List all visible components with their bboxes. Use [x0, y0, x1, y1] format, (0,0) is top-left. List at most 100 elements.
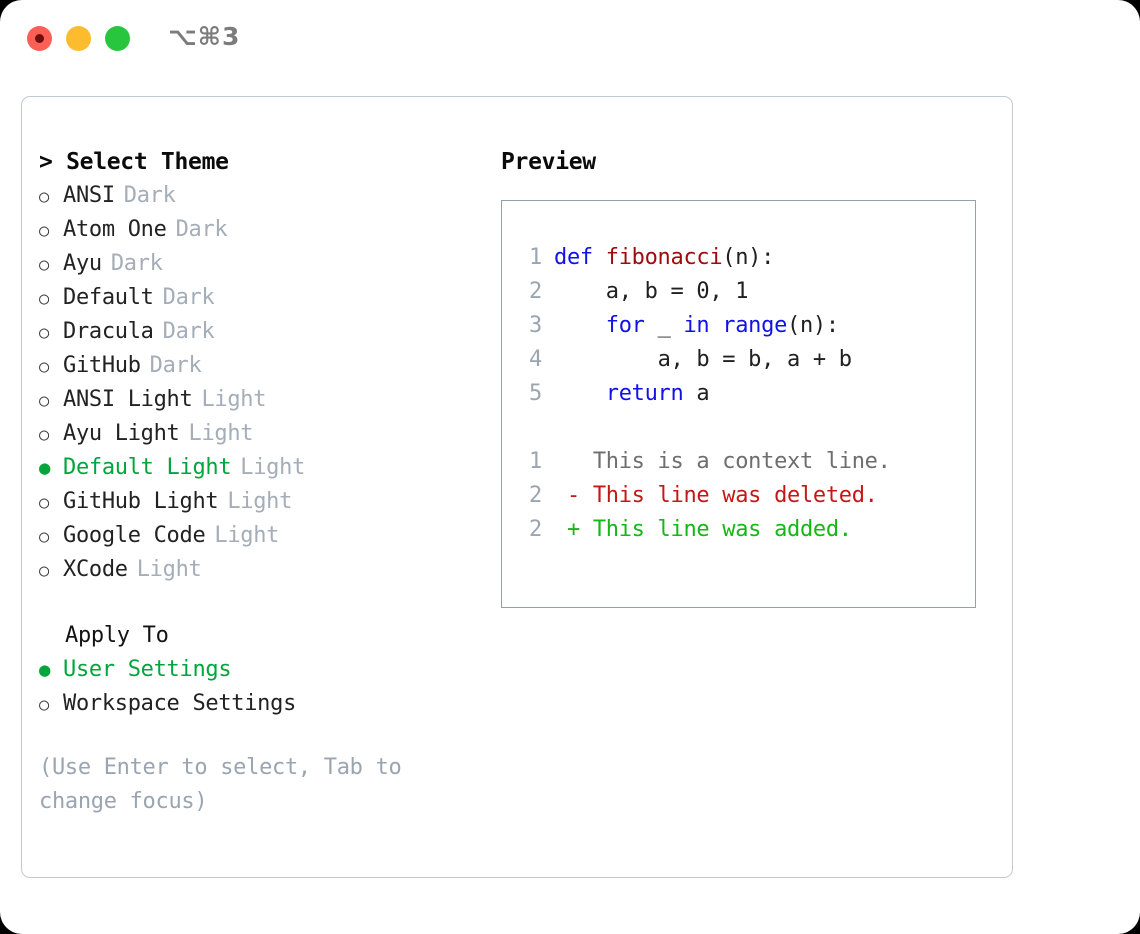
close-button[interactable] — [27, 26, 52, 51]
line-number: 1 — [529, 449, 542, 474]
diff-text-del: - This line was deleted. — [554, 483, 878, 508]
theme-variant-tag: Dark — [162, 285, 215, 310]
theme-variant-tag: Dark — [149, 353, 202, 378]
diff-line: 2 + This line was added. — [514, 513, 971, 547]
code-line: 4 a, b = b, a + b — [514, 343, 971, 377]
code-line: 5 return a — [514, 377, 971, 411]
line-number: 1 — [529, 245, 542, 270]
code-line: 3 for _ in range(n): — [514, 309, 971, 343]
select-theme-header: > Select Theme — [39, 149, 229, 175]
diff-block: 1 This is a context line.2 - This line w… — [514, 445, 971, 547]
diff-text-add: + This line was added. — [554, 517, 852, 542]
code-token-kw: for — [605, 313, 658, 338]
theme-list-item[interactable]: ○ Dracula Dark — [39, 315, 489, 349]
apply-to-header: Apply To — [65, 623, 169, 648]
apply-to-list: ● User Settings ○ Workspace Settings — [39, 653, 489, 721]
theme-name-label: GitHub — [63, 353, 141, 378]
line-number: 3 — [529, 313, 542, 338]
code-token-plain: _ — [657, 313, 684, 338]
code-text: for _ in range(n): — [554, 309, 839, 343]
code-token-fn: fibonacci — [605, 245, 723, 270]
minimize-button[interactable] — [66, 26, 91, 51]
theme-list-item[interactable]: ○ GitHub Dark — [39, 349, 489, 383]
line-number: 2 — [529, 279, 542, 304]
code-line: 1 def fibonacci(n): — [514, 241, 971, 275]
theme-name-label: Google Code — [63, 523, 206, 548]
radio-unselected-icon: ○ — [39, 357, 49, 377]
radio-unselected-icon: ○ — [39, 221, 49, 241]
section-spacer — [39, 587, 489, 619]
apply-to-item[interactable]: ○ Workspace Settings — [39, 687, 489, 721]
theme-name-label: XCode — [63, 557, 128, 582]
code-token-plain: a, b = 0, 1 — [605, 279, 749, 304]
apply-to-label: User Settings — [63, 657, 232, 682]
theme-name-label: Default — [63, 285, 154, 310]
diff-text-context: This is a context line. — [554, 449, 891, 474]
maximize-button[interactable] — [105, 26, 130, 51]
theme-name-label: Atom One — [63, 217, 167, 242]
apply-to-item[interactable]: ● User Settings — [39, 653, 489, 687]
theme-variant-tag: Dark — [162, 319, 215, 344]
radio-unselected-icon: ○ — [39, 391, 49, 411]
theme-name-label: GitHub Light — [63, 489, 219, 514]
theme-name-label: Default Light — [63, 455, 232, 480]
theme-variant-tag: Light — [188, 421, 254, 446]
theme-variant-tag: Light — [201, 387, 267, 412]
code-token-kw: return — [605, 381, 697, 406]
code-line: 2 a, b = 0, 1 — [514, 275, 971, 309]
preview-title: Preview — [501, 149, 596, 175]
code-token-plain: a — [696, 381, 710, 406]
theme-name-label: ANSI — [63, 183, 115, 208]
code-text: a, b = 0, 1 — [554, 275, 749, 309]
code-text: a, b = b, a + b — [554, 343, 852, 377]
code-text: def fibonacci(n): — [554, 241, 774, 275]
apply-to-label: Workspace Settings — [63, 691, 297, 716]
radio-selected-icon: ● — [39, 659, 51, 681]
line-number: 5 — [529, 381, 542, 406]
theme-name-label: Dracula — [63, 319, 154, 344]
radio-unselected-icon: ○ — [39, 289, 49, 309]
code-token-kw: in — [683, 313, 723, 338]
code-token-kw: def — [554, 245, 606, 270]
diff-line: 1 This is a context line. — [514, 445, 971, 479]
line-number: 4 — [529, 347, 542, 372]
radio-selected-icon: ● — [39, 457, 51, 479]
code-token-kw: range — [722, 313, 788, 338]
title-bar: ⌥⌘3 — [0, 0, 1140, 78]
recording-dot-icon — [35, 34, 44, 43]
line-number: 2 — [529, 517, 542, 542]
diff-line: 2 - This line was deleted. — [514, 479, 971, 513]
theme-list-item[interactable]: ○ ANSI Light Light — [39, 383, 489, 417]
theme-list-item[interactable]: ○ Default Dark — [39, 281, 489, 315]
keyboard-shortcut-label: ⌥⌘3 — [168, 22, 241, 51]
radio-unselected-icon: ○ — [39, 425, 49, 445]
radio-unselected-icon: ○ — [39, 187, 49, 207]
theme-name-label: Ayu — [63, 251, 102, 276]
radio-unselected-icon: ○ — [39, 561, 49, 581]
theme-name-label: Ayu Light — [63, 421, 180, 446]
radio-unselected-icon: ○ — [39, 493, 49, 513]
radio-unselected-icon: ○ — [39, 527, 49, 547]
radio-unselected-icon: ○ — [39, 323, 49, 343]
theme-list-item[interactable]: ○ Ayu Light Light — [39, 417, 489, 451]
code-token-plain: a, b = b, a + b — [657, 347, 852, 372]
theme-name-label: ANSI Light — [63, 387, 193, 412]
radio-unselected-icon: ○ — [39, 695, 49, 715]
traffic-light-group — [27, 26, 130, 51]
theme-variant-tag: Dark — [110, 251, 163, 276]
